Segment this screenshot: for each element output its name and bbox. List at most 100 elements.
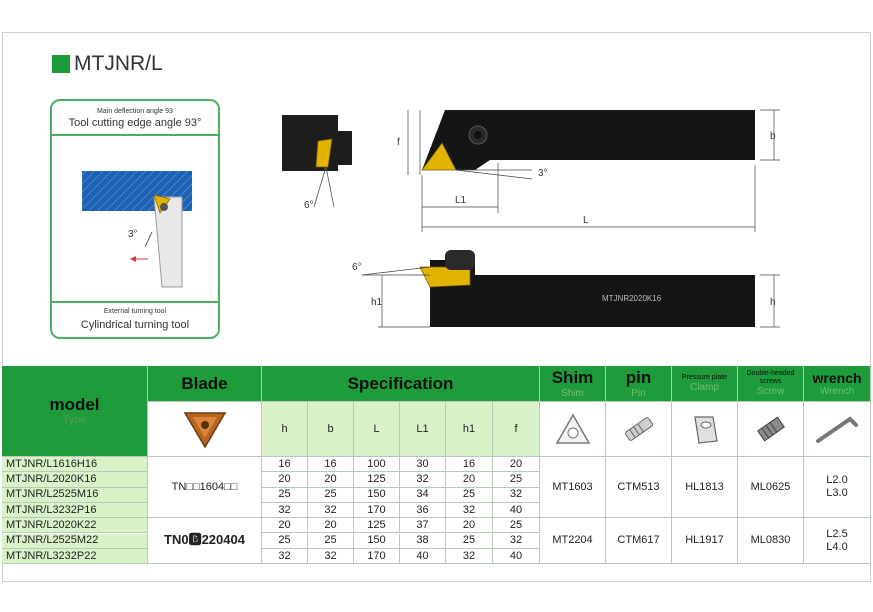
table-cell-b: 32 bbox=[308, 502, 354, 519]
table-cell-h: 32 bbox=[262, 548, 308, 565]
table-row-model: MTJNR/L1616H16 bbox=[2, 457, 148, 473]
product-frame bbox=[2, 32, 871, 582]
spec-header-h: h bbox=[262, 402, 308, 457]
table-cell-h: 25 bbox=[262, 533, 308, 549]
side-view-holder bbox=[430, 260, 755, 327]
feed-arrow-icon bbox=[130, 256, 136, 262]
external-turning-label: External turning tool bbox=[103, 308, 167, 315]
table-cell-f: 32 bbox=[493, 487, 540, 503]
table-cell-h1: 16 bbox=[446, 457, 493, 473]
spec-header-b: b bbox=[308, 402, 354, 457]
pin-icon-cell bbox=[606, 402, 672, 457]
table-group-screw: ML0625 bbox=[738, 457, 804, 519]
table-cell-l: 125 bbox=[354, 472, 400, 488]
panel-angle-3: 3° bbox=[128, 229, 138, 240]
dim-l-label: L bbox=[583, 215, 589, 226]
table-cell-h1: 20 bbox=[446, 518, 493, 534]
table-cell-f: 25 bbox=[493, 472, 540, 488]
table-cell-l: 150 bbox=[354, 533, 400, 549]
table-cell-l1: 36 bbox=[400, 502, 446, 519]
product-title: MTJNR/L bbox=[52, 52, 163, 76]
table-cell-f: 40 bbox=[493, 548, 540, 565]
table-cell-h: 25 bbox=[262, 487, 308, 503]
table-cell-f: 20 bbox=[493, 457, 540, 473]
table-cell-l: 100 bbox=[354, 457, 400, 473]
table-cell-b: 20 bbox=[308, 472, 354, 488]
table-cell-h: 32 bbox=[262, 502, 308, 519]
table-row-model: MTJNR/L3232P16 bbox=[2, 502, 148, 519]
wrench-size: L2.5 bbox=[826, 527, 848, 540]
cylindrical-turning-label: Cylindrical turning tool bbox=[80, 319, 190, 331]
header-pin: pin Pin bbox=[606, 366, 672, 402]
table-cell-h: 20 bbox=[262, 518, 308, 534]
wrench-icon-cell bbox=[804, 402, 871, 457]
table-cell-h1: 20 bbox=[446, 472, 493, 488]
blade-icon-cell bbox=[148, 402, 262, 457]
table-cell-l1: 38 bbox=[400, 533, 446, 549]
angle-6-side-label: 6° bbox=[352, 262, 362, 273]
table-row-model: MTJNR/L3232P22 bbox=[2, 548, 148, 565]
spec-header-h1: h1 bbox=[446, 402, 493, 457]
main-deflection-label: Main deflection angle 93 bbox=[97, 108, 173, 115]
panel-divider-top bbox=[52, 134, 218, 136]
dim-h1-label: h1 bbox=[371, 297, 383, 308]
table-group-shim: MT1603 bbox=[540, 457, 606, 519]
table-row-model: MTJNR/L2525M16 bbox=[2, 487, 148, 503]
insert-screw-shape bbox=[160, 203, 168, 211]
header-model: model Type bbox=[2, 366, 148, 457]
top-view-insert bbox=[421, 142, 457, 171]
shank-marking: MTJNR2020K16 bbox=[602, 294, 662, 303]
table-cell-l: 150 bbox=[354, 487, 400, 503]
header-blade: Blade bbox=[148, 366, 262, 402]
shim-icon bbox=[555, 413, 590, 444]
table-cell-h1: 25 bbox=[446, 487, 493, 503]
screw-icon-cell bbox=[738, 402, 804, 457]
table-cell-f: 32 bbox=[493, 533, 540, 549]
table-cell-b: 25 bbox=[308, 533, 354, 549]
spec-header-l1: L1 bbox=[400, 402, 446, 457]
spec-header-f: f bbox=[493, 402, 540, 457]
dim-l1-label: L1 bbox=[455, 195, 467, 206]
table-cell-l1: 40 bbox=[400, 548, 446, 565]
table-cell-l: 170 bbox=[354, 548, 400, 565]
clamp-icon-cell bbox=[672, 402, 738, 457]
cutting-edge-label: Tool cutting edge angle 93° bbox=[68, 117, 202, 129]
table-group-blade: TN□□1604□□ bbox=[148, 457, 262, 519]
table-group-screw: ML0830 bbox=[738, 518, 804, 565]
table-cell-l1: 34 bbox=[400, 487, 446, 503]
table-cell-l1: 37 bbox=[400, 518, 446, 534]
table-group-clamp: HL1813 bbox=[672, 457, 738, 519]
dim-b-label: b bbox=[770, 131, 776, 142]
wrench-size: L3.0 bbox=[826, 487, 848, 500]
table-cell-b: 25 bbox=[308, 487, 354, 503]
table-cell-l1: 32 bbox=[400, 472, 446, 488]
table-cell-l: 125 bbox=[354, 518, 400, 534]
table-cell-h1: 32 bbox=[446, 548, 493, 565]
clamp-icon bbox=[693, 416, 718, 444]
panel-divider-bottom bbox=[52, 301, 218, 303]
table-cell-h: 16 bbox=[262, 457, 308, 473]
triangular-insert-icon bbox=[183, 412, 226, 449]
dim-h-label: h bbox=[770, 297, 776, 308]
table-group-pin: CTM617 bbox=[606, 518, 672, 565]
table-row-model: MTJNR/L2525M22 bbox=[2, 533, 148, 549]
table-cell-h: 20 bbox=[262, 472, 308, 488]
wrench-size: L4.0 bbox=[826, 540, 848, 553]
screw-icon bbox=[756, 416, 785, 442]
angle-3-label: 3° bbox=[538, 168, 548, 179]
wrench-icon bbox=[816, 416, 858, 443]
turning-illustration: 3° bbox=[82, 171, 192, 288]
table-group-pin: CTM513 bbox=[606, 457, 672, 519]
tool-dimension-drawing: 6° f b 3° L1 L MTJNR2020K16 6° h1 bbox=[282, 109, 780, 328]
table-cell-h1: 32 bbox=[446, 502, 493, 519]
header-type-label: Type bbox=[62, 414, 87, 427]
table-cell-b: 32 bbox=[308, 548, 354, 565]
spec-header-l: L bbox=[354, 402, 400, 457]
table-group-clamp: HL1917 bbox=[672, 518, 738, 565]
table-cell-b: 16 bbox=[308, 457, 354, 473]
angle-info-panel: Main deflection angle 93 Tool cutting ed… bbox=[50, 99, 220, 339]
table-cell-f: 40 bbox=[493, 502, 540, 519]
table-row-model: MTJNR/L2020K22 bbox=[2, 518, 148, 534]
